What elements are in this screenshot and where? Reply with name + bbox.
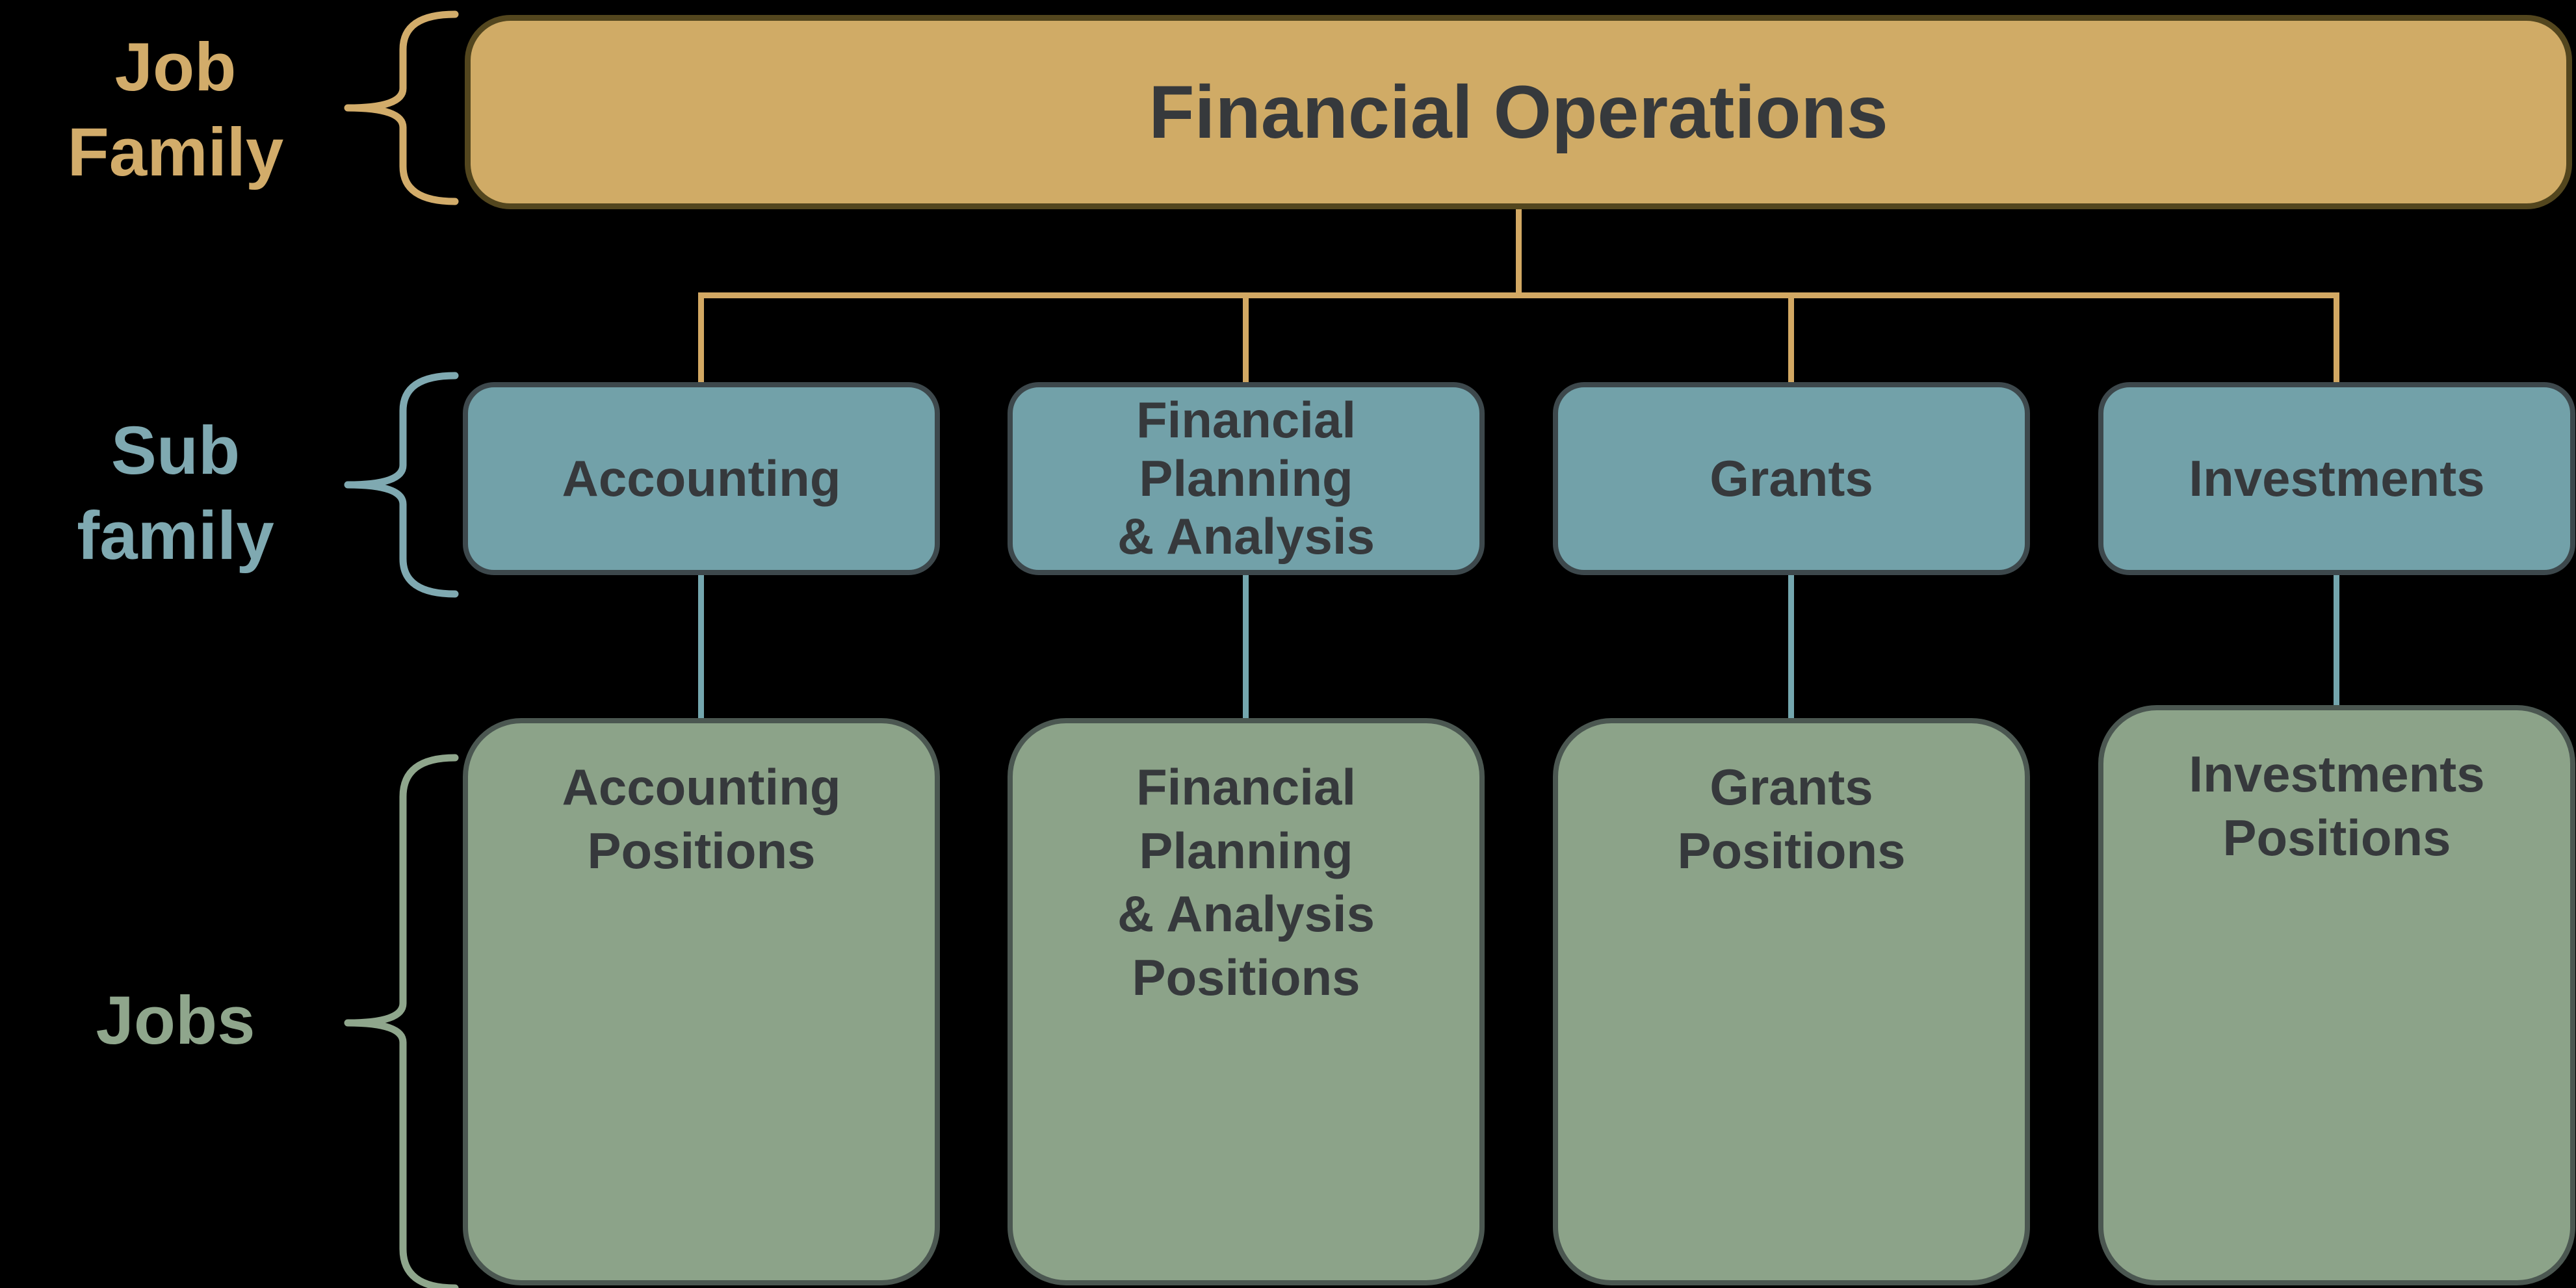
job-family-label: Job Family xyxy=(67,29,284,191)
connector-teal-accounting xyxy=(698,572,704,725)
job-family-brace xyxy=(344,10,459,205)
connector-teal-fpa xyxy=(1243,572,1249,725)
sub-family-box-label: Investments xyxy=(2189,449,2485,507)
jobs-brace xyxy=(344,754,459,1288)
sub-family-box-fpa: Financial Planning & Analysis xyxy=(1008,382,1485,575)
connector-gold-drop-investments xyxy=(2334,296,2339,387)
job-family-box: Financial Operations xyxy=(465,15,2572,209)
sub-family-brace xyxy=(344,372,459,598)
sub-family-box-grants: Grants xyxy=(1553,382,2030,575)
sub-family-box-accounting: Accounting xyxy=(463,382,940,575)
sub-family-box-label: Financial Planning & Analysis xyxy=(1117,391,1375,565)
connector-teal-grants xyxy=(1788,572,1794,725)
connector-gold-drop-fpa xyxy=(1243,296,1249,387)
jobs-box-label: Financial Planning & Analysis Positions xyxy=(1117,758,1375,1006)
connector-gold-stub xyxy=(1516,207,1522,296)
connector-teal-investments xyxy=(2334,572,2339,712)
job-family-box-title: Financial Operations xyxy=(1149,70,1888,154)
jobs-box-accounting: Accounting Positions xyxy=(463,718,940,1285)
jobs-label: Jobs xyxy=(96,983,255,1059)
jobs-box-label: Grants Positions xyxy=(1677,758,1906,879)
sub-family-box-label: Grants xyxy=(1710,449,1873,507)
connector-gold-drop-accounting xyxy=(698,296,704,387)
sub-family-box-investments: Investments xyxy=(2098,382,2575,575)
sub-family-label: Sub family xyxy=(77,413,274,574)
jobs-box-investments: Investments Positions xyxy=(2098,705,2575,1285)
connector-gold-horizontal xyxy=(698,292,2339,298)
jobs-box-label: Accounting Positions xyxy=(562,758,841,879)
jobs-box-grants: Grants Positions xyxy=(1553,718,2030,1285)
connector-gold-drop-grants xyxy=(1788,296,1794,387)
jobs-box-fpa: Financial Planning & Analysis Positions xyxy=(1008,718,1485,1285)
sub-family-box-label: Accounting xyxy=(562,449,841,507)
jobs-box-label: Investments Positions xyxy=(2189,745,2485,866)
